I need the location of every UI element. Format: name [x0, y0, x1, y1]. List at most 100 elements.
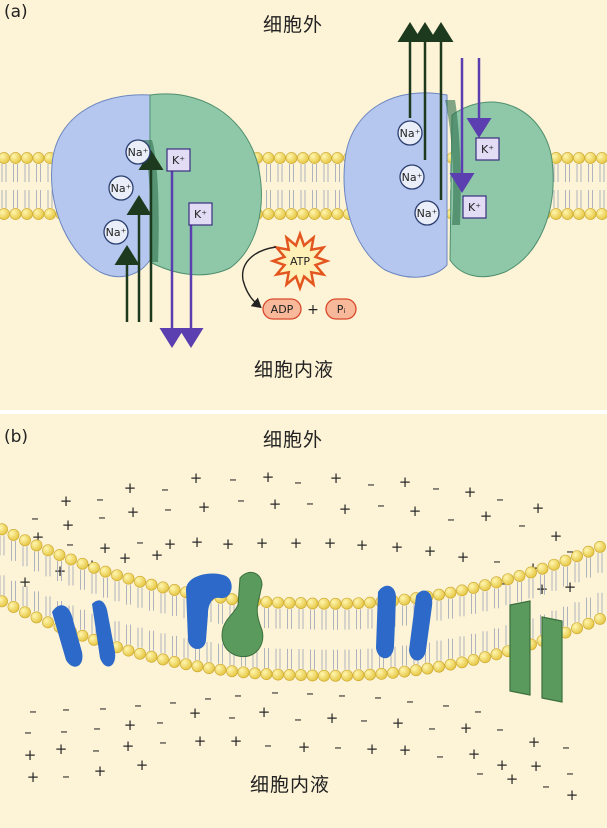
charge-symbol: +	[506, 770, 519, 788]
charge-symbol: +	[27, 768, 40, 786]
panel-a-extracellular-label: 细胞外	[263, 14, 324, 36]
charge-symbol: +	[190, 469, 203, 487]
atp-burst: ATP	[269, 230, 331, 292]
charge-symbol: –	[66, 535, 74, 553]
channel-blue-1	[52, 605, 83, 667]
charge-symbol: –	[264, 736, 272, 754]
charge-symbol: +	[164, 535, 177, 553]
charge-symbol: –	[96, 490, 104, 508]
charge-symbol: +	[550, 527, 563, 545]
charge-symbol: –	[360, 711, 368, 729]
charge-symbol: –	[204, 689, 212, 707]
charge-symbol: +	[54, 562, 67, 580]
charge-symbol: +	[566, 786, 579, 804]
charge-symbol: +	[198, 498, 211, 516]
svg-text:K⁺: K⁺	[468, 201, 481, 214]
svg-text:Pᵢ: Pᵢ	[337, 303, 346, 316]
pump2-arrows	[397, 22, 492, 200]
charge-symbol: +	[262, 468, 275, 486]
pump2-na-subunit	[343, 92, 448, 278]
channel-blue-2	[92, 600, 116, 667]
charge-symbol: +	[60, 492, 73, 510]
svg-text:Na⁺: Na⁺	[417, 207, 438, 220]
pump2-k-subunit	[449, 101, 554, 278]
charge-symbol: –	[499, 574, 507, 592]
charge-symbol: –	[496, 720, 504, 738]
pump2-na-ion-3: Na⁺	[414, 200, 440, 226]
charge-symbol: –	[334, 738, 342, 756]
charge-symbol: –	[428, 719, 436, 737]
charge-symbol: +	[324, 534, 337, 552]
charge-symbol: –	[60, 722, 68, 740]
charge-symbol: –	[229, 470, 237, 488]
charge-symbol: –	[159, 733, 167, 751]
charge-symbol: +	[194, 732, 207, 750]
charge-symbol: +	[457, 548, 470, 566]
channel-green-3	[541, 616, 563, 703]
svg-text:Na⁺: Na⁺	[111, 182, 132, 195]
panel-a-label: (a)	[4, 2, 28, 22]
charge-symbol: +	[424, 542, 437, 560]
charge-symbol: –	[566, 542, 574, 560]
charge-symbol: –	[98, 508, 106, 526]
pi-pill: Pᵢ	[325, 298, 357, 320]
panel-divider	[0, 410, 607, 414]
panel-b-label: (b)	[4, 427, 29, 447]
channel-blue-4	[376, 585, 396, 659]
svg-text:Na⁺: Na⁺	[106, 226, 127, 239]
charge-symbol: –	[518, 516, 526, 534]
pump1-k-ion-1: K⁺	[166, 148, 191, 172]
charge-symbol: +	[269, 495, 282, 513]
svg-text:K⁺: K⁺	[481, 143, 494, 156]
charge-symbol: –	[493, 552, 501, 570]
charge-symbol: +	[124, 479, 137, 497]
charge-symbol: –	[62, 700, 70, 718]
charge-symbol: +	[298, 738, 311, 756]
charge-symbol: –	[294, 473, 302, 491]
charge-symbol: –	[134, 696, 142, 714]
charge-symbol: –	[228, 708, 236, 726]
charge-symbol: –	[406, 692, 414, 710]
pump2-na-ion-2: Na⁺	[399, 164, 425, 190]
panel-b-intracellular-label: 细胞内液	[250, 774, 331, 796]
charge-symbol: +	[391, 538, 404, 556]
charge-symbol: –	[432, 479, 440, 497]
reaction-plus: +	[307, 302, 319, 318]
charge-symbol: –	[237, 491, 245, 509]
svg-text:K⁺: K⁺	[172, 154, 185, 167]
charge-symbol: +	[290, 534, 303, 552]
charge-symbol: +	[464, 483, 477, 501]
intracellular-charges: –––––––––––––––––+–+–+–+–+–+–+–++–+–++–+…	[24, 683, 579, 804]
pump1-arrows	[114, 150, 204, 348]
charge-symbol: –	[476, 764, 484, 782]
channel-green-2	[509, 600, 531, 696]
charge-symbol: +	[94, 762, 107, 780]
charge-symbol: –	[306, 684, 314, 702]
pump1-na-ion-1: Na⁺	[125, 139, 151, 165]
charge-symbol: –	[164, 500, 172, 518]
charge-symbol: –	[374, 688, 382, 706]
charge-symbol: +	[99, 539, 112, 557]
charge-symbol: +	[339, 500, 352, 518]
charge-symbol: –	[234, 686, 242, 704]
charge-symbol: +	[189, 704, 202, 722]
charge-symbol: –	[99, 699, 107, 717]
charge-symbol: +	[151, 546, 164, 564]
charge-symbol: –	[306, 494, 314, 512]
charge-symbol: –	[156, 713, 164, 731]
charge-symbol: +	[536, 580, 549, 598]
charge-symbol: –	[474, 702, 482, 720]
svg-text:Na⁺: Na⁺	[402, 171, 423, 184]
charge-symbol: +	[528, 733, 541, 751]
charge-symbol: –	[436, 747, 444, 765]
charge-symbol: +	[392, 714, 405, 732]
ion-channels	[52, 571, 563, 703]
atp-hydrolysis-arrow	[241, 246, 277, 309]
pump1-na-ion-3: Na⁺	[103, 219, 129, 245]
charge-symbol: +	[496, 756, 509, 774]
charge-symbol: +	[124, 716, 137, 734]
charge-symbol: +	[230, 732, 243, 750]
panel-b-extracellular-label: 细胞外	[263, 429, 324, 451]
charge-symbol: –	[294, 710, 302, 728]
